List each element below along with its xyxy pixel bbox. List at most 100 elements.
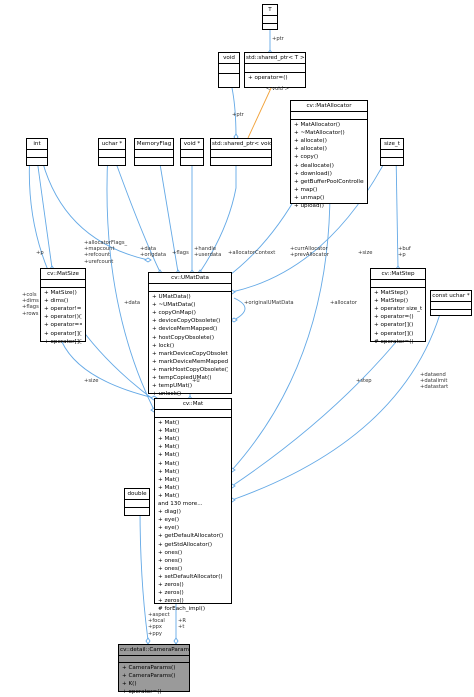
edge-label-handle: +handle +userdata — [194, 246, 222, 259]
class-attributes — [135, 150, 173, 159]
class-attributes — [99, 150, 125, 159]
class-mat[interactable]: cv::Mat + Mat() + Mat() + Mat() + Mat() … — [154, 398, 232, 612]
class-attributes — [381, 150, 403, 159]
class-attributes — [119, 656, 189, 664]
edge-label-size: +size — [84, 378, 99, 384]
class-operations: + Mat() + Mat() + Mat() + Mat() + Mat() … — [155, 418, 231, 614]
edge-double-cameraparams — [139, 507, 149, 641]
operation: + Mat() — [158, 468, 180, 475]
class-void[interactable]: void — [218, 52, 240, 88]
operation: + Mat() — [158, 484, 180, 491]
class-operations: + UMatData() + ~UMatData() + copyOnMap()… — [149, 292, 231, 399]
edge-label-dataend: +dataend +datalimit +datastart — [420, 372, 449, 391]
operation: + Mat() — [158, 452, 180, 459]
operation: + getDefaultAllocator() — [158, 533, 224, 540]
class-cameraparams[interactable]: cv::detail::CameraParams + CameraParams(… — [118, 644, 190, 695]
class-matsize[interactable]: cv::MatSize + MatSize() + dims() + opera… — [40, 268, 86, 345]
operation: + getBufferPoolController() — [294, 178, 364, 185]
operation: + K() — [122, 681, 137, 688]
class-attributes — [245, 64, 305, 74]
edge-sizet-matstep — [395, 151, 399, 269]
operation: + MatStep() — [374, 290, 409, 297]
operation: + Mat() — [158, 460, 180, 467]
class-matstep[interactable]: cv::MatStep + MatStep() + MatStep() + op… — [370, 268, 426, 345]
class-title: void * — [181, 139, 203, 151]
class-attributes — [155, 410, 231, 419]
edge-label-step: +step — [356, 378, 372, 384]
operation: + download() — [294, 170, 332, 177]
class-t[interactable]: T — [262, 4, 278, 30]
edge-sizet-umatdata — [231, 151, 391, 293]
edge-label-allocator-flags: +allocatorFlags_ +mapcount +refcount +ur… — [84, 240, 128, 265]
operation: + dims() — [44, 298, 69, 305]
class-attributes — [431, 302, 471, 311]
operation: + CameraParams() — [122, 673, 176, 680]
class-attributes — [291, 112, 367, 121]
edge-matstep-mat — [231, 341, 397, 487]
class-attributes — [263, 16, 277, 25]
operation: + eye() — [158, 525, 180, 532]
operation: + Mat() — [158, 436, 180, 443]
operation: + Mat() — [158, 492, 180, 499]
class-void-ptr[interactable]: void * — [180, 138, 204, 166]
operation: + ones() — [158, 565, 183, 572]
edge-label-allocator-context: +allocatorContext — [228, 250, 276, 256]
class-attributes — [219, 64, 239, 75]
class-size-t[interactable]: size_t — [380, 138, 404, 166]
edge-label-curr-allocator: +currAllocator +prevAllocator — [290, 246, 329, 259]
class-shared-ptr-t[interactable]: std::shared_ptr< T > + operator=() — [244, 52, 306, 88]
edge-label-allocator: +allocator — [330, 300, 357, 306]
operation: + allocate() — [294, 146, 327, 153]
class-double[interactable]: double — [124, 488, 150, 516]
operation: + deallocate() — [294, 162, 334, 169]
operation: + markDeviceCopyObsolete() — [152, 350, 228, 357]
operation: + operator[]() — [374, 330, 414, 337]
operation: + MatStep() — [374, 298, 409, 305]
operation: # forEach_impl() — [158, 606, 206, 613]
operation: + tempCopiedUMat() — [152, 375, 212, 382]
class-shared-ptr-void[interactable]: std::shared_ptr< void > — [210, 138, 272, 166]
operation: + deviceMemMapped() — [152, 326, 218, 333]
class-title: std::shared_ptr< T > — [245, 53, 305, 65]
operation: + ~UMatData() — [152, 302, 196, 309]
class-title: int — [27, 139, 47, 151]
edge-label-buf: +buf +p — [398, 246, 411, 259]
edge-shared-void-umatdata — [199, 151, 237, 273]
class-title: size_t — [381, 139, 403, 151]
operation: + operator=() — [374, 314, 414, 321]
diamond-umatdata-1 — [144, 257, 152, 263]
operation: + zeros() — [158, 590, 184, 597]
class-title: cv::MatAllocator — [291, 101, 367, 113]
class-title: cv::detail::CameraParams — [119, 645, 189, 657]
operation: + zeros() — [158, 581, 184, 588]
operation: + operator()() — [44, 314, 82, 321]
edge-uchar-mat — [106, 151, 155, 411]
edge-label-original-umatdata: +originalUMatData — [244, 300, 294, 306]
operation: + operator[]() — [44, 338, 82, 345]
class-attributes — [211, 150, 271, 159]
operation: + operator[]() — [374, 322, 414, 329]
class-int[interactable]: int — [26, 138, 48, 166]
operation: + lock() — [152, 342, 175, 349]
operation: + map() — [294, 186, 318, 193]
operation: + upload() — [294, 203, 324, 210]
operation: + ones() — [158, 549, 183, 556]
class-title: void — [219, 53, 239, 65]
edge-label-data-origdata: +data +origdata — [140, 246, 167, 259]
edge-uchar-umatdata — [111, 151, 161, 273]
class-title: std::shared_ptr< void > — [211, 139, 271, 151]
class-const-uchar-ptr[interactable]: const uchar * — [430, 290, 472, 316]
edge-matsize-mat — [61, 341, 155, 399]
class-matallocator[interactable]: cv::MatAllocator + MatAllocator() + ~Mat… — [290, 100, 368, 209]
operation: + eye() — [158, 517, 180, 524]
class-attributes — [371, 280, 425, 289]
class-uchar-ptr[interactable]: uchar * — [98, 138, 126, 166]
operation: + ones() — [158, 557, 183, 564]
edge-label-ptr: +ptr — [272, 36, 284, 42]
edge-memoryflag-umatdata — [157, 151, 179, 273]
class-operations: + MatAllocator() + ~MatAllocator() + all… — [291, 120, 367, 211]
class-title: const uchar * — [431, 291, 471, 303]
class-memoryflag[interactable]: MemoryFlag — [134, 138, 174, 166]
class-umatdata[interactable]: cv::UMatData + UMatData() + ~UMatData() … — [148, 272, 232, 397]
operation: + tempUMat() — [152, 383, 193, 390]
